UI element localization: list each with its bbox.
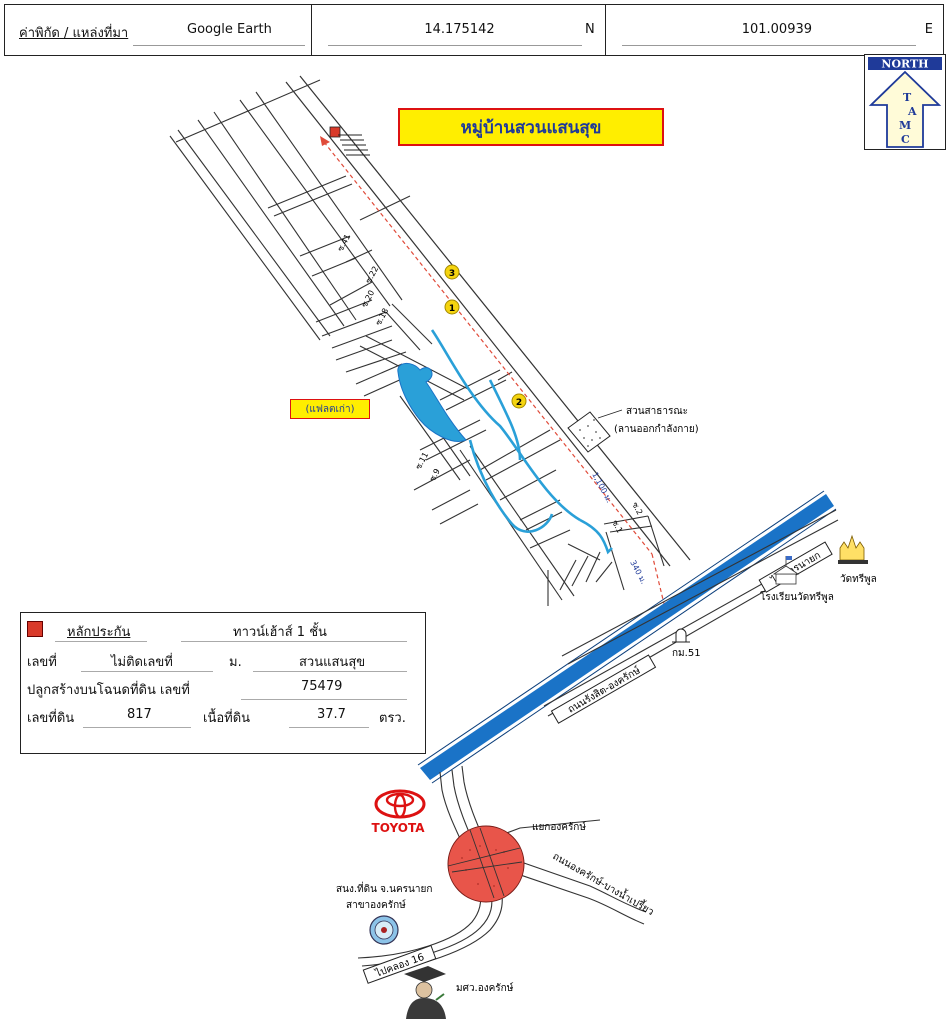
land-area-label: เนื้อที่ดิน <box>203 711 251 726</box>
moo-label: ม. <box>229 655 242 670</box>
coordinate-header: ค่าพิกัด / แหล่งที่มา Google Earth 14.17… <box>4 4 944 56</box>
main-road <box>285 75 691 567</box>
title-deed-label: ปลูกสร้างบนโฉนดที่ดิน เลขที่ <box>27 683 190 698</box>
marker-2: 2 <box>511 393 527 409</box>
collateral-label: หลักประกัน <box>67 625 131 640</box>
latitude-value: 14.175142 <box>424 22 495 37</box>
km-marker: กม.51 <box>672 628 701 659</box>
latitude-suffix: N <box>584 22 595 37</box>
soi-label-22: ซ.22 <box>364 265 380 285</box>
north-badge-letter-m: M <box>899 119 911 132</box>
north-badge-letter-t: T <box>903 91 912 104</box>
north-badge-letter-c: C <box>901 133 910 146</box>
highway-rangsit-ongkharak <box>543 509 839 717</box>
temple-icon <box>838 534 868 564</box>
longitude-cell: 101.00939 E <box>606 5 943 55</box>
north-badge: NORTH T A M C <box>864 54 946 150</box>
land-area-unit: ตรว. <box>379 711 406 726</box>
university-label: มศว.องครักษ์ <box>456 982 514 994</box>
collateral-type: ทาวน์เฮ้าส์ 1 ชั้น <box>233 625 327 640</box>
coordinate-label: ค่าพิกัด / แหล่งที่มา <box>19 26 129 41</box>
side-lanes <box>169 79 665 606</box>
public-park: สวนสาธารณะ (ลานออกกำลังกาย) <box>567 406 699 453</box>
toyota-label: TOYOTA <box>372 821 426 835</box>
coordinate-source-cell: ค่าพิกัด / แหล่งที่มา Google Earth <box>5 5 313 55</box>
svg-text:2: 2 <box>516 398 522 408</box>
collateral-legend-swatch <box>27 621 43 637</box>
longitude-value: 101.00939 <box>741 22 813 37</box>
graduate-icon <box>404 966 446 1019</box>
svg-text:กม.51: กม.51 <box>672 648 701 659</box>
pond-network <box>397 329 613 555</box>
longitude-underline <box>621 45 916 46</box>
soi-label-11: ซ.11 <box>414 451 430 471</box>
collateral-location-marker <box>329 126 370 156</box>
soi-label-18: ซ.18 <box>374 307 390 327</box>
house-number-value: ไม่ติดเลขที่ <box>111 655 173 670</box>
ongkharak-bang-nam-priao-road-label: ถนนองครักษ์-บางน้ำเปรี้ยว <box>551 848 657 918</box>
soi-label-9: ซ.9 <box>428 467 442 483</box>
school-label: โรงเรียนวัดทรีพูล <box>760 590 834 603</box>
route-start-arrow-icon <box>320 136 330 146</box>
land-number-value: 817 <box>127 707 152 722</box>
house-number-label: เลขที่ <box>27 655 57 670</box>
distance-label-1100: 1,100 ม. <box>590 471 614 505</box>
old-flat-label: (แฟลตเก่า) <box>290 399 370 419</box>
canal <box>417 490 837 784</box>
svg-text:3: 3 <box>449 269 455 279</box>
land-office-sublabel: สาขาองครักษ์ <box>346 899 406 911</box>
ongkharak-intersection <box>447 825 525 903</box>
soi-label-2: ซ.2 <box>630 501 644 517</box>
land-office-seal-icon <box>369 915 399 945</box>
latitude-underline <box>328 45 583 46</box>
north-arrow-icon: NORTH T A M C <box>868 57 942 148</box>
collateral-info-panel: หลักประกัน ทาวน์เฮ้าส์ 1 ชั้น เลขที่ ไม่… <box>20 612 426 754</box>
rangsit-ongkharak-road-label: ถนนรังสิต-องครักษ์ <box>550 654 657 724</box>
marker-1: 1 <box>444 299 460 315</box>
latitude-cell: 14.175142 N <box>312 5 606 55</box>
intersection-label: แยกองครักษ์ <box>532 821 586 833</box>
village-title: หมู่บ้านสวนแสนสุข <box>398 108 664 146</box>
soi-label-20: ซ.20 <box>360 289 376 309</box>
toyota-logo-icon <box>374 789 426 819</box>
land-area-value: 37.7 <box>317 707 346 722</box>
svg-text:1: 1 <box>449 304 455 314</box>
longitude-suffix: E <box>924 22 933 37</box>
title-deed-value: 75479 <box>301 679 343 694</box>
temple-label: วัดทรีพูล <box>840 573 877 585</box>
north-badge-letter-a: A <box>907 105 917 118</box>
to-nakhon-nayok-label: ไปนครนายก <box>758 541 833 593</box>
north-badge-title: NORTH <box>881 58 928 71</box>
marker-3: 3 <box>444 264 460 280</box>
school-icon <box>772 556 800 585</box>
moo-value: สวนแสนสุข <box>299 655 366 670</box>
land-office-label: สนง.ที่ดิน จ.นครนายก <box>336 881 432 895</box>
coordinate-source: Google Earth <box>187 22 272 37</box>
distance-label-340: 340 ม. <box>628 559 648 586</box>
park-label: สวนสาธารณะ <box>626 406 688 417</box>
coordinate-source-underline <box>133 45 305 46</box>
park-sublabel: (ลานออกกำลังกาย) <box>614 424 699 435</box>
pond <box>397 363 467 442</box>
land-number-label: เลขที่ดิน <box>27 711 75 726</box>
